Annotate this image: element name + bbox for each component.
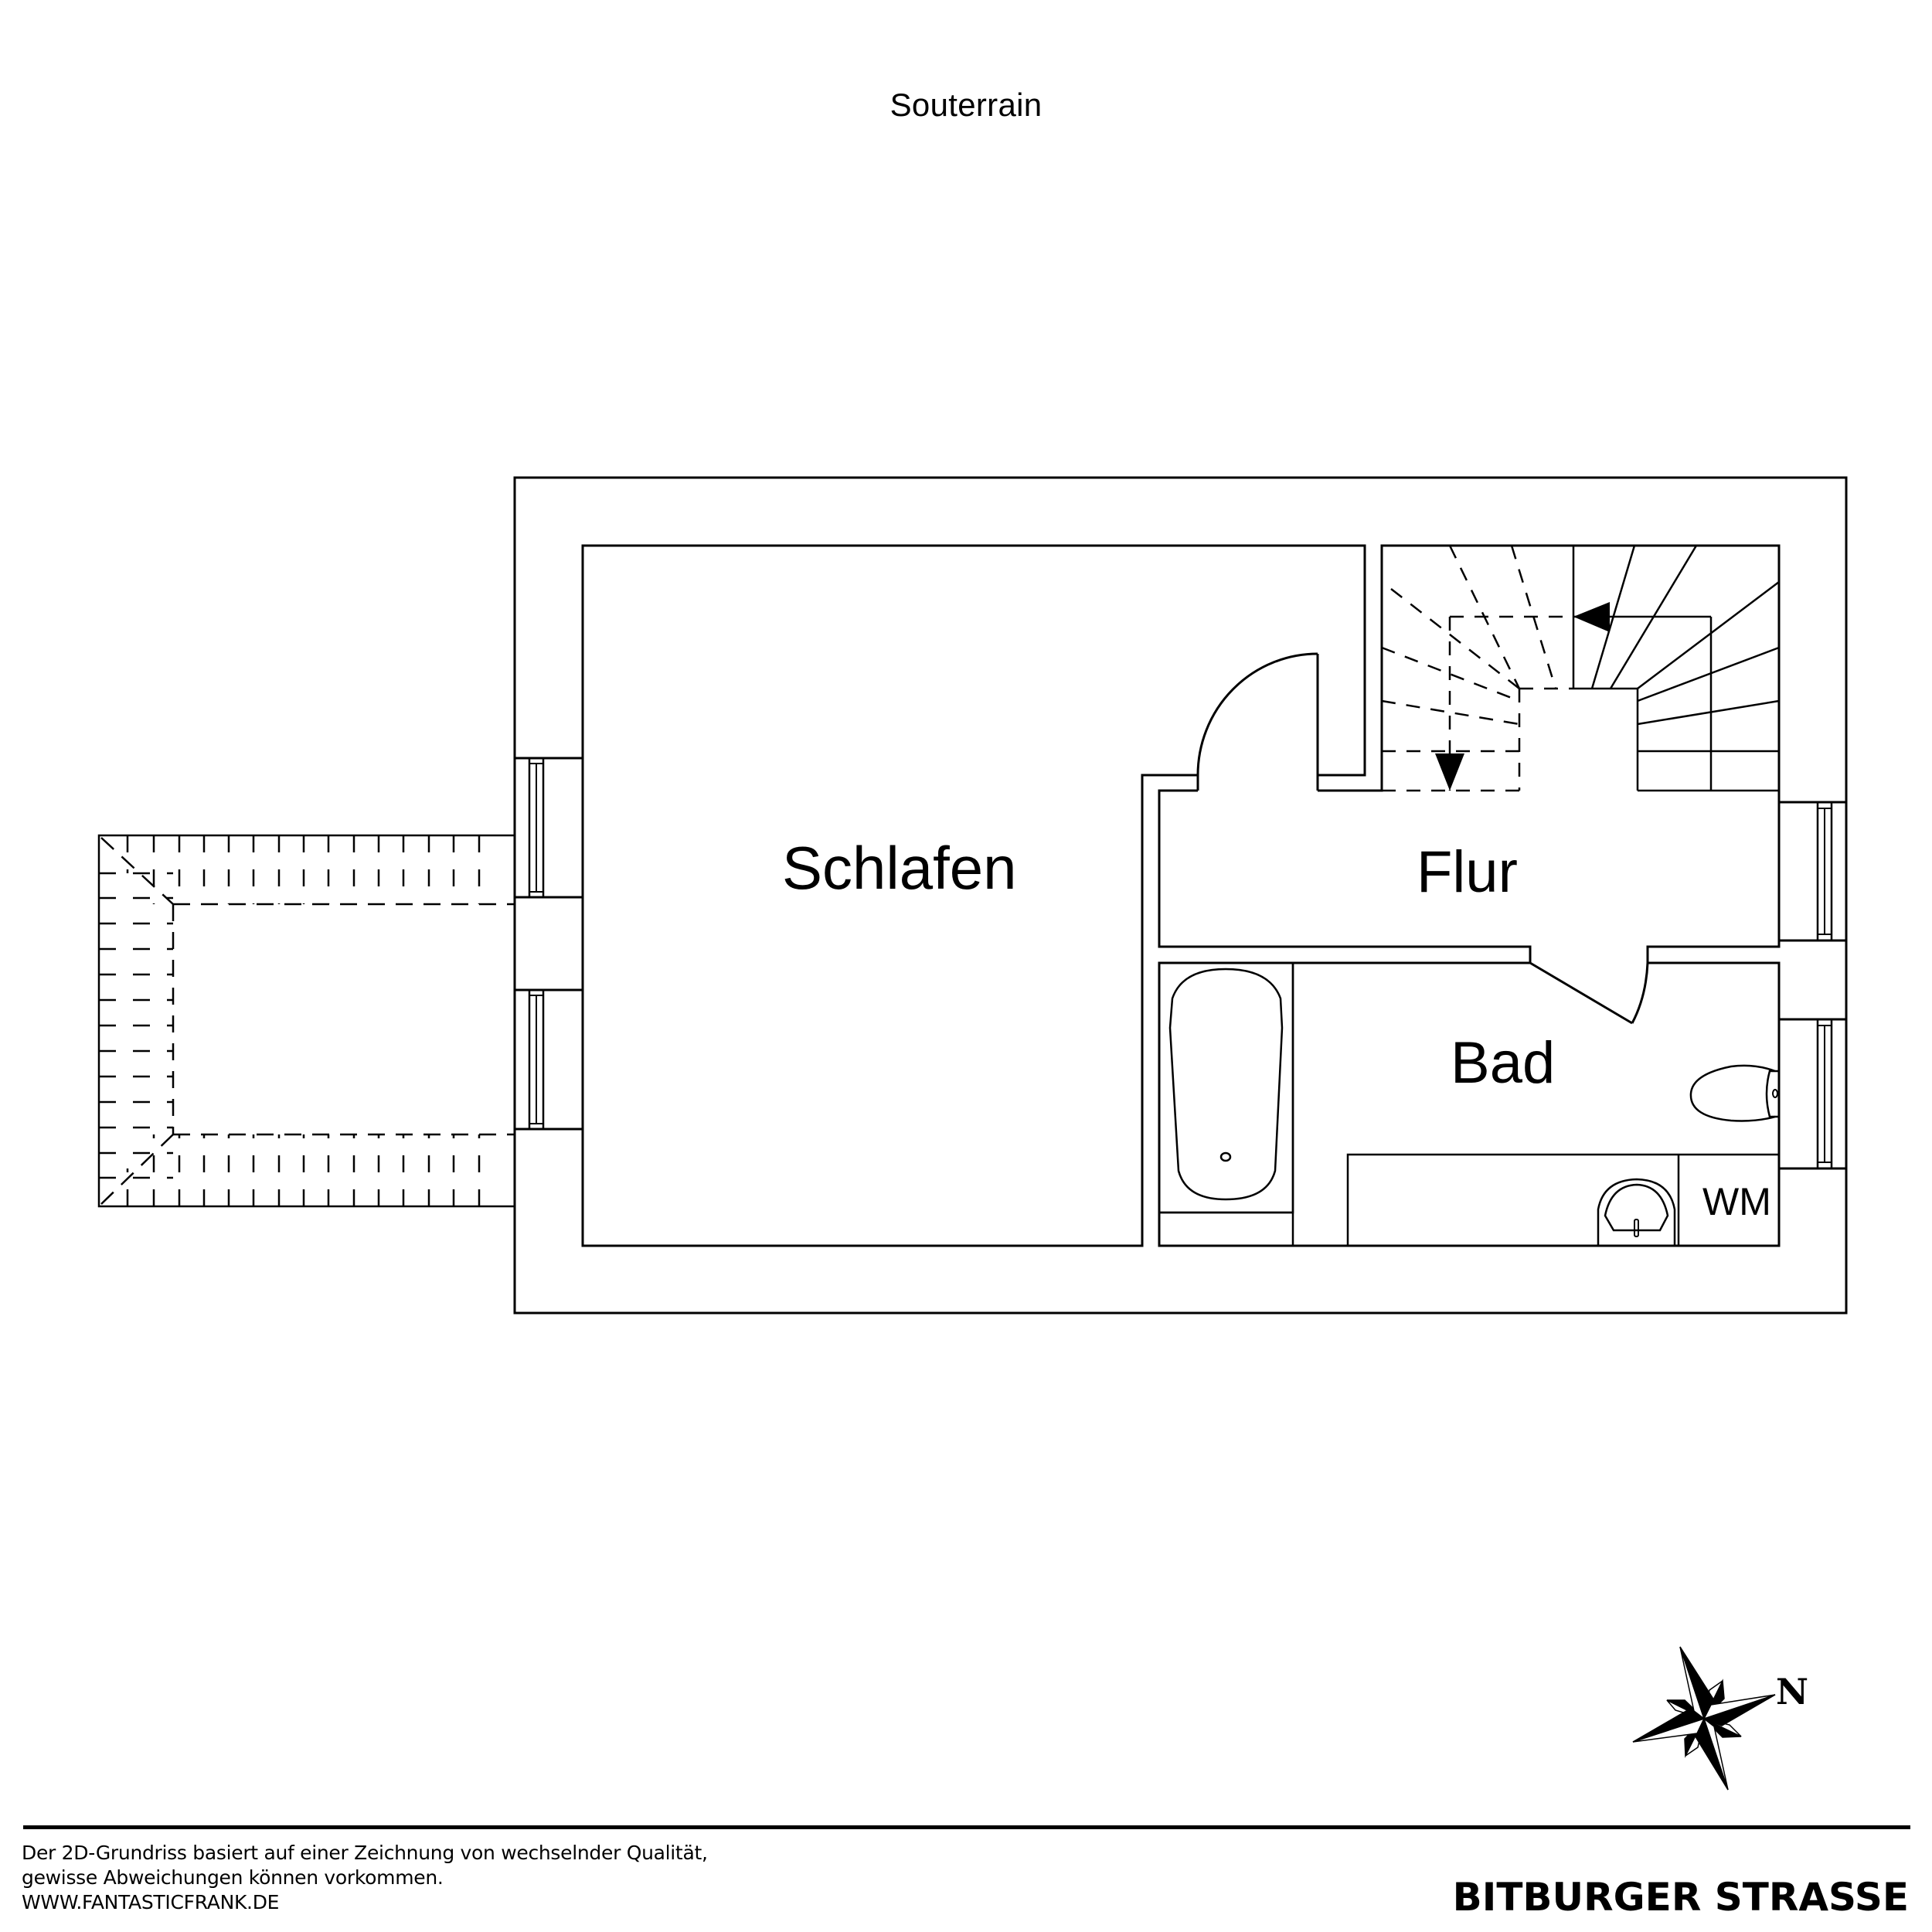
room-label-flur: Flur [1417, 839, 1518, 905]
disclaimer-line-2: gewisse Abweichungen können vorkommen. [22, 1866, 444, 1889]
room-bad-walls [1158, 961, 1781, 1247]
stair-arrow-left-icon [1573, 602, 1610, 632]
website-link[interactable]: WWW.FANTASTICFRANK.DE [22, 1891, 280, 1913]
staircase [1381, 545, 1780, 792]
footer-divider [23, 1825, 1910, 1829]
room-label-bad: Bad [1451, 1030, 1556, 1096]
vanity-counter [1346, 1153, 1779, 1246]
window-left-2 [513, 988, 584, 1131]
toilet [1689, 1064, 1781, 1122]
terrace [97, 834, 515, 1208]
footer-disclaimer: Der 2D-Grundriss basiert auf einer Zeich… [22, 1841, 708, 1915]
washbasin [1597, 1178, 1676, 1246]
street-name: BITBURGER STRASSE [1452, 1875, 1909, 1920]
window-left-1 [513, 757, 584, 899]
room-label-wm: WM [1702, 1180, 1771, 1223]
compass-north-label: N [1776, 1671, 1809, 1713]
room-flur-walls [1158, 544, 1781, 963]
floor-title: Souterrain [889, 87, 1043, 123]
door-bad[interactable] [1529, 961, 1649, 1025]
bathtub [1158, 961, 1294, 1246]
stair-arrow-down-icon [1435, 753, 1464, 791]
room-schlafen-walls [581, 544, 1366, 1247]
window-right-1 [1777, 801, 1848, 942]
disclaimer-line-1: Der 2D-Grundriss basiert auf einer Zeich… [22, 1842, 708, 1864]
room-label-schlafen: Schlafen [782, 834, 1017, 902]
door-schlafen[interactable] [1196, 652, 1319, 791]
window-right-2 [1777, 1018, 1848, 1170]
compass-rose-icon [1632, 1646, 1776, 1791]
outer-wall [513, 476, 1848, 1315]
